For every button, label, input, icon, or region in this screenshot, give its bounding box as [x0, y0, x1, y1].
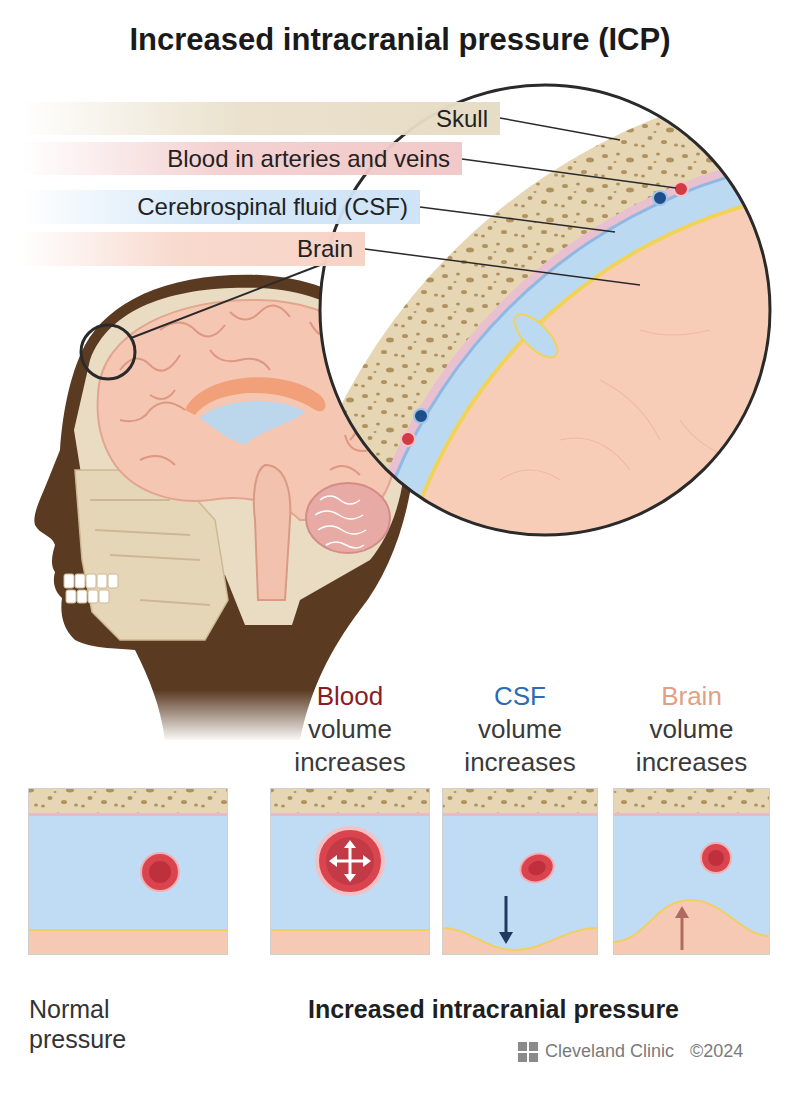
artery [401, 432, 415, 446]
zoom-line [131, 262, 328, 338]
ventricle [200, 401, 305, 445]
normal-panel-art [28, 788, 228, 955]
vein [414, 409, 428, 423]
layer-band: Cerebrospinal fluid (CSF) [20, 190, 420, 224]
brainstem [254, 465, 290, 600]
clinic-logo [518, 1042, 538, 1062]
layer-band: Skull [20, 102, 500, 135]
nasal-lines [90, 500, 210, 605]
teeth [64, 574, 118, 603]
corpus-callosum [185, 377, 325, 415]
layer-name: Cerebrospinal fluid (CSF) [20, 190, 420, 224]
pressure-panel: Brain volume increases [613, 788, 770, 955]
watermark: Cleveland Clinic [545, 1041, 674, 1062]
pressure-panel: Normal pressure [28, 788, 228, 955]
sulcus [508, 308, 565, 365]
diagram-title: Increased intracranial pressure (ICP) [0, 20, 800, 60]
panel-heading: CSF volume increases [458, 680, 582, 779]
blood-panel-art [270, 788, 430, 955]
panel-heading: Blood volume increases [288, 680, 412, 779]
cerebellum-folia [315, 496, 366, 548]
cerebellum [306, 483, 390, 553]
layer-band: Blood in arteries and veins [20, 142, 462, 175]
brain-panel-art [613, 788, 770, 955]
layer-name: Blood in arteries and veins [20, 142, 462, 175]
panel-heading: Brain volume increases [630, 680, 754, 779]
layer-band: Brain [20, 232, 365, 266]
csf-panel-art [442, 788, 598, 955]
pia-line [385, 185, 800, 1096]
pressure-panel: Blood volume increases [270, 788, 430, 955]
panel-heading: Normal pressure [29, 994, 179, 1054]
zoom-marker [81, 325, 135, 379]
layer-name: Skull [20, 102, 500, 135]
layer-name: Brain [20, 232, 365, 266]
artery [674, 182, 688, 196]
group-label: Increased intracranial pressure [308, 995, 679, 1024]
watermark: ©2024 [690, 1041, 743, 1062]
brain-veins [500, 330, 740, 480]
vein [653, 191, 667, 205]
pressure-panel: CSF volume increases [442, 788, 598, 955]
brain-layer [389, 189, 800, 1096]
